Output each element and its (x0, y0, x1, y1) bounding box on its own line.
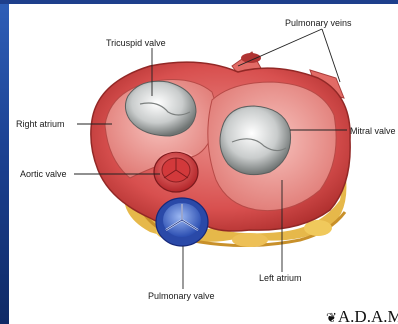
label-mitral-valve: Mitral valve (350, 126, 398, 136)
label-right-atrium: Right atrium (16, 119, 65, 129)
mitral-valve (220, 106, 291, 175)
aortic-valve (154, 151, 198, 192)
label-tricuspid-valve: Tricuspid valve (106, 38, 166, 48)
label-left-atrium: Left atrium (259, 273, 302, 283)
label-pulmonary-valve: Pulmonary valve (148, 291, 215, 301)
label-aortic-valve: Aortic valve (20, 169, 67, 179)
pulmonary-valve (156, 198, 208, 246)
adam-logo: ❦A.D.A.M. (326, 308, 398, 324)
adam-leaf-icon: ❦ (326, 310, 337, 324)
label-pulmonary-veins: Pulmonary veins (285, 18, 352, 28)
adam-logo-text: A.D.A.M. (338, 308, 398, 324)
